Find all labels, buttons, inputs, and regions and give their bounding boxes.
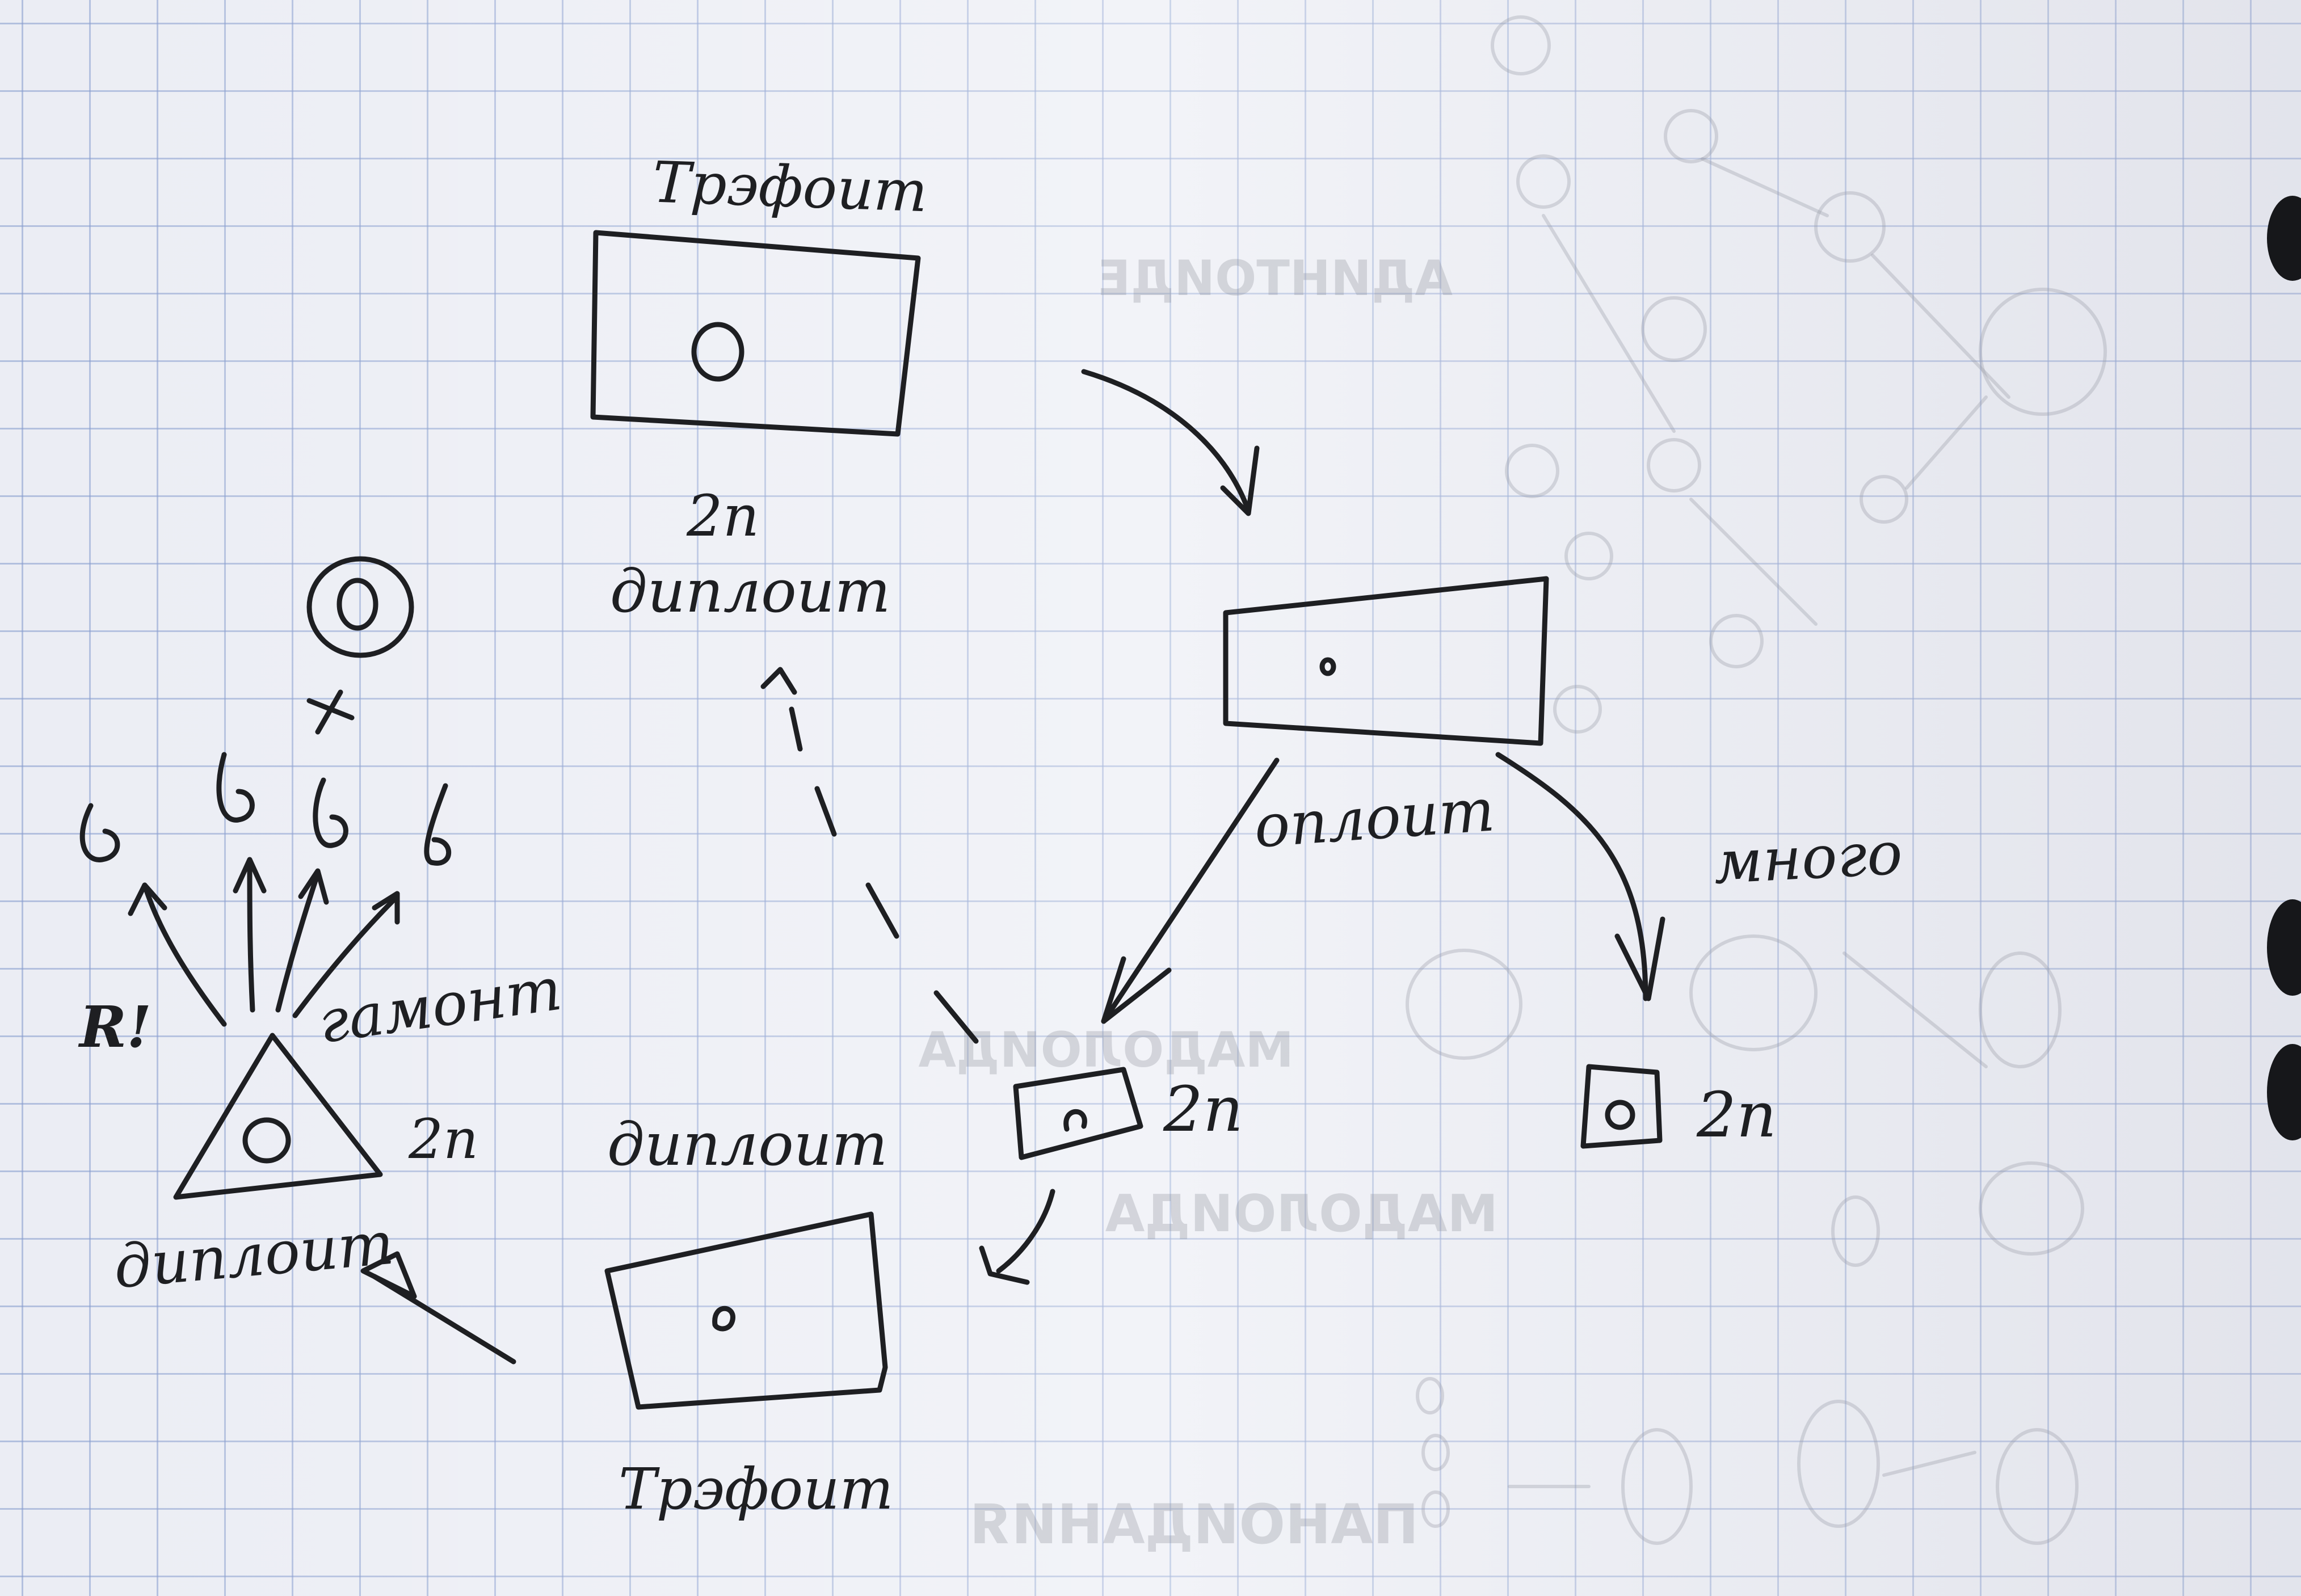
- middle-cell-nucleus: [1319, 657, 1336, 676]
- svg-text:МАДОЛОИДА: МАДОЛОИДА: [1105, 1184, 1498, 1244]
- arrow-to-small-left: [1101, 757, 1280, 1024]
- arrow-to-middle-cell: [1081, 369, 1251, 513]
- label-r-mark: R!: [79, 993, 152, 1060]
- arrow-to-small-right-head: [1614, 916, 1665, 1001]
- top-cell-nucleus: [691, 322, 744, 382]
- ray-1-head: [128, 882, 167, 916]
- ray-2-head: [233, 857, 267, 894]
- ray-2: [247, 860, 255, 1013]
- arrow-to-middle-cell-head: [1220, 445, 1260, 516]
- middle-cell-rectangle: [1223, 576, 1549, 746]
- small-left-cell-nucleus: [1063, 1109, 1087, 1132]
- bottom-cell-nucleus: [712, 1306, 735, 1332]
- label-left-diploid: диплоит: [607, 1110, 888, 1179]
- label-meiosis: оплоит: [1252, 775, 1497, 861]
- ray-1: [142, 882, 227, 1027]
- arrow-to-small-right: [1495, 752, 1648, 1001]
- small-right-cell-nucleus: [1605, 1100, 1635, 1130]
- crossed-out-cell: [306, 556, 414, 658]
- binder-hole-top: [2267, 196, 2301, 281]
- ray-3: [275, 871, 321, 1013]
- dashed-return-arrow-head: [760, 667, 797, 695]
- top-cell-rectangle: [590, 230, 921, 437]
- svg-text:АДИНТОИДЕ: АДИНТОИДЕ: [1097, 250, 1453, 307]
- ray-4: [292, 894, 400, 1018]
- label-small-left-2n: 2n: [1163, 1073, 1243, 1146]
- label-mitosis: много: [1712, 818, 1904, 898]
- label-top-title: Трэфоит: [651, 149, 929, 225]
- small-right-cell: [1580, 1064, 1663, 1149]
- ray-4-head: [372, 891, 400, 925]
- crossed-out-cell-nucleus: [336, 578, 378, 631]
- label-small-right-2n: 2n: [1697, 1079, 1777, 1151]
- arrow-to-bottom-cell-head: [979, 1245, 1030, 1285]
- label-top-2n: 2n: [687, 483, 760, 549]
- spore-4: [424, 783, 452, 866]
- svg-text:МАДОЛОИДА: МАДОЛОИДА: [918, 1022, 1294, 1079]
- triangle-cell-nucleus: [242, 1117, 291, 1164]
- x-mark-icon: [306, 689, 355, 735]
- arrow-to-bottom-cell: [996, 1189, 1055, 1274]
- binder-hole-middle: [2267, 899, 2301, 996]
- label-top-diploid: диплоит: [610, 557, 891, 626]
- svg-text:ПАНОИДАНИЯ: ПАНОИДАНИЯ: [970, 1493, 1419, 1556]
- ray-3-head: [298, 868, 329, 905]
- small-left-cell: [1013, 1067, 1143, 1160]
- spore-2: [216, 752, 255, 823]
- bottom-cell: [604, 1211, 888, 1410]
- arrow-to-triangle-head: [360, 1251, 417, 1299]
- arrow-to-small-left-head: [1101, 956, 1172, 1024]
- label-triangle-2n: 2n: [409, 1107, 478, 1171]
- binder-hole-bottom: [2267, 1044, 2301, 1140]
- triangle-cell: [173, 1033, 383, 1200]
- label-bottom-title: Трэфоит: [619, 1456, 894, 1522]
- dashed-return-arrow: [789, 706, 979, 1044]
- spore-3: [313, 777, 348, 848]
- spore-1: [79, 803, 120, 862]
